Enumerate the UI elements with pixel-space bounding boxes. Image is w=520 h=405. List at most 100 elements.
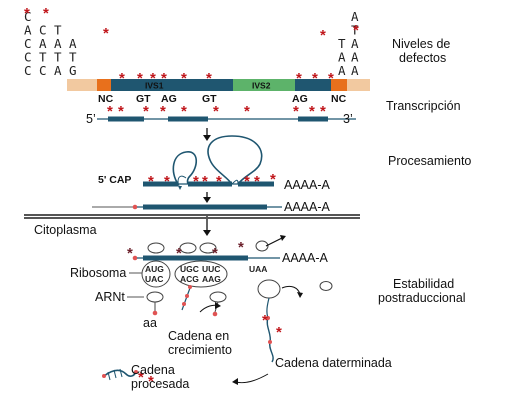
three-prime-label: 3’: [343, 112, 353, 126]
translation-mrna: AAAA-A AUG UAC UGC UUC ACG AAG UAA * * *…: [127, 235, 329, 288]
sequence-letter: A: [54, 36, 62, 51]
sequence-letter: T: [351, 23, 359, 38]
svg-text:*: *: [143, 103, 149, 120]
stability-label-1: Estabilidad: [393, 277, 454, 291]
sequence-letter: A: [351, 36, 359, 51]
stop-codon-uaa: UAA: [249, 264, 267, 274]
sequence-letter: A: [338, 63, 346, 78]
ag2-label: AG: [292, 93, 308, 105]
sequence-letter: C: [39, 63, 47, 78]
exon-2: [173, 79, 233, 91]
svg-text:*: *: [107, 103, 113, 120]
svg-text:*: *: [213, 103, 219, 120]
ivs1-block: [139, 79, 173, 91]
defect-levels-label-1: Niveles de: [392, 37, 450, 51]
svg-text:*: *: [320, 103, 326, 120]
growing-chain-label-1: Cadena en: [168, 329, 229, 343]
sequence-letter: C: [24, 63, 32, 78]
mutation-star: *: [24, 5, 30, 22]
svg-text:*: *: [244, 103, 250, 120]
svg-text:*: *: [206, 70, 212, 87]
svg-text:*: *: [148, 373, 154, 390]
anticodon-uac: UAC: [145, 274, 163, 284]
svg-text:*: *: [328, 70, 334, 87]
poly-a-tail-2: AAAA-A: [284, 200, 331, 214]
utr-left: [67, 79, 97, 91]
sequence-letter: T: [338, 36, 346, 51]
nc-left-label: NC: [98, 93, 114, 105]
ivs2-block: [233, 79, 295, 91]
svg-text:*: *: [138, 369, 144, 386]
trna-molecules: [146, 291, 227, 313]
stability-label-2: postraduccional: [378, 291, 466, 305]
growing-chain-label-2: crecimiento: [168, 343, 232, 357]
svg-text:*: *: [148, 173, 154, 190]
sequence-letter: G: [69, 63, 77, 78]
mutation-star: *: [353, 22, 359, 39]
poly-a-tail-1: AAAA-A: [284, 178, 331, 192]
processed-chain-label-2: procesada: [131, 377, 189, 391]
svg-text:*: *: [293, 103, 299, 120]
five-cap-label: 5' CAP: [98, 174, 131, 186]
svg-text:*: *: [276, 324, 282, 341]
svg-text:*: *: [137, 70, 143, 87]
svg-text:*: *: [212, 245, 218, 262]
ivs1-label: IVS1: [145, 81, 164, 91]
amino-acid-label: aa: [143, 316, 157, 330]
sequence-letter: A: [69, 36, 77, 51]
defect-levels-label-2: defectos: [399, 51, 446, 65]
nc-right-label: NC: [331, 93, 347, 105]
processing-rna: 5' CAP AAAA-A * * * * * * * *: [98, 135, 331, 192]
sequence-letter: A: [54, 63, 62, 78]
cytoplasm-label: Citoplasma: [34, 223, 97, 237]
transcription-label: Transcripción: [386, 99, 461, 113]
svg-text:*: *: [254, 173, 260, 190]
svg-text:*: *: [181, 70, 187, 87]
gt1-label: GT: [136, 93, 151, 105]
mutation-star: *: [43, 5, 49, 22]
svg-text:*: *: [160, 103, 166, 120]
sequence-letter: T: [54, 23, 62, 38]
nc-left-block: [97, 79, 111, 91]
svg-text:*: *: [244, 173, 250, 190]
sequence-letter: T: [54, 50, 62, 65]
svg-text:*: *: [262, 312, 268, 329]
processing-label: Procesamiento: [388, 154, 471, 168]
sequence-letter: A: [351, 9, 359, 24]
sequence-letter: T: [69, 50, 77, 65]
svg-text:*: *: [270, 171, 276, 188]
growing-chain: [181, 285, 221, 313]
terminated-chain-label: Cadena daterminada: [275, 356, 392, 370]
gene-mutation-stars: * * * * * * * * *: [119, 70, 334, 87]
ivs2-label: IVS2: [252, 81, 271, 91]
svg-text:*: *: [296, 70, 302, 87]
processed-chain: * *: [102, 368, 154, 390]
mutation-star: *: [320, 27, 326, 44]
anticodon-acg: ACG: [180, 274, 199, 284]
sequence-letter: T: [39, 50, 47, 65]
svg-text:*: *: [181, 103, 187, 120]
svg-text:*: *: [309, 103, 315, 120]
gt2-label: GT: [202, 93, 217, 105]
svg-text:*: *: [127, 245, 133, 262]
codon-uuc: UUC: [202, 264, 220, 274]
sequence-letter: A: [338, 50, 346, 65]
gene-bar: IVS1 IVS2: [67, 79, 370, 91]
sequence-letter: C: [24, 9, 32, 24]
svg-text:*: *: [176, 245, 182, 262]
sequence-letter: C: [24, 36, 32, 51]
utr-right: [347, 79, 370, 91]
svg-text:*: *: [164, 173, 170, 190]
transcript-pre-mrna: 5’ 3’ * * * * * * * * * *: [86, 103, 356, 126]
codon-aug: AUG: [145, 264, 164, 274]
sequence-letter: C: [39, 23, 47, 38]
svg-text:*: *: [119, 70, 125, 87]
released-complex: * *: [257, 279, 333, 363]
svg-text:*: *: [118, 103, 124, 120]
svg-text:*: *: [202, 173, 208, 190]
sequence-letter: A: [39, 36, 47, 51]
ag1-label: AG: [161, 93, 177, 105]
